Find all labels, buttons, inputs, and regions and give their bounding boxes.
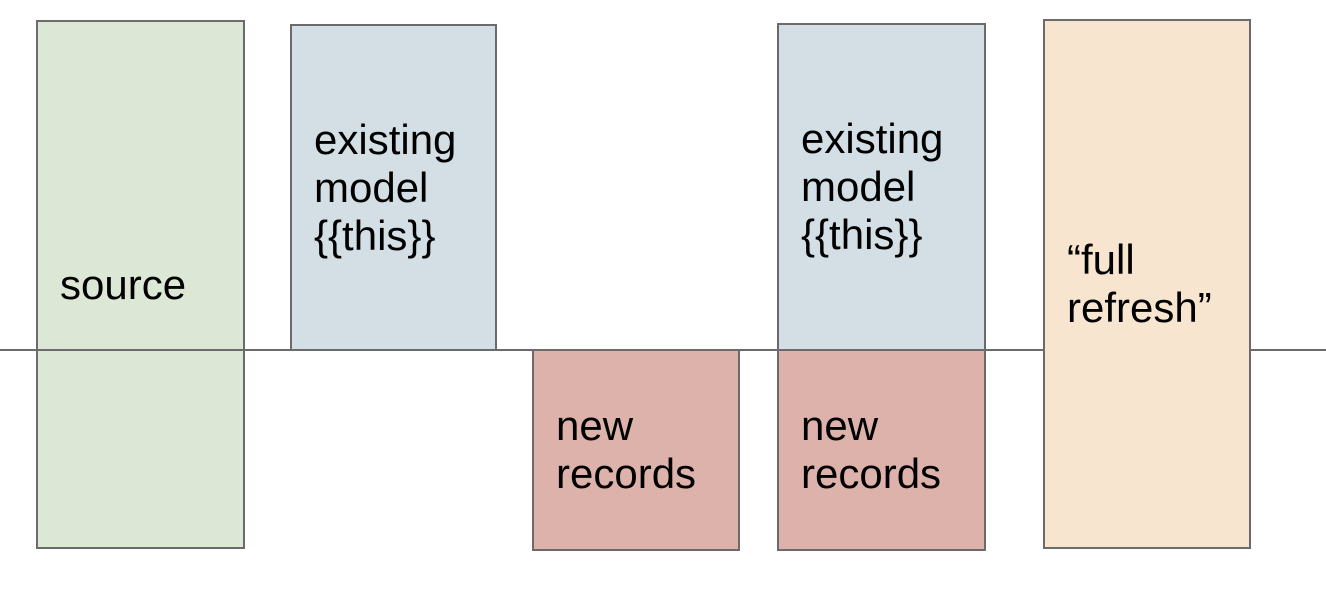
box-label: “full refresh”	[1067, 236, 1212, 331]
box-new-records-2: new records	[777, 349, 986, 551]
box-new-records-1: new records	[532, 349, 740, 551]
box-source: source	[36, 20, 245, 549]
box-label: existing model {{this}}	[801, 115, 944, 258]
box-label: existing model {{this}}	[314, 115, 457, 259]
box-label: source	[60, 260, 187, 308]
box-full-refresh: “full refresh”	[1043, 19, 1251, 549]
box-existing-model-1: existing model {{this}}	[290, 24, 497, 351]
box-label: new records	[556, 402, 697, 497]
box-existing-model-2: existing model {{this}}	[777, 23, 986, 351]
box-label: new records	[801, 402, 942, 497]
